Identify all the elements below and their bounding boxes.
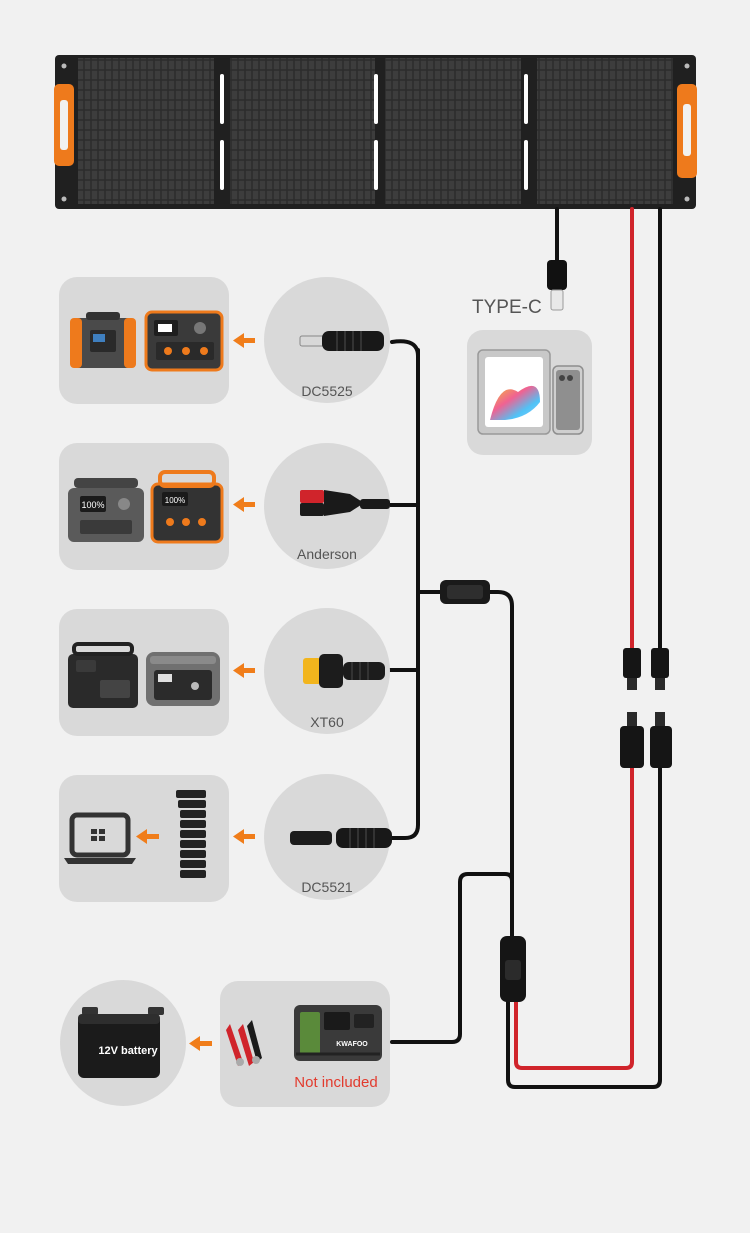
fold-slot: [220, 140, 224, 190]
red-cable-lower: [514, 763, 634, 1070]
power-station-icon: [68, 642, 138, 708]
tablet-icon: [477, 349, 551, 435]
battery-icon: [78, 1007, 164, 1078]
power-station-icon: 100%: [150, 470, 224, 544]
anderson-plug-icon: [300, 490, 390, 516]
not-included-note: Not included: [294, 1074, 377, 1091]
xt60-plug-icon: [303, 654, 385, 688]
mc4-connectors: [620, 648, 672, 768]
arrow-icons: [136, 333, 288, 1053]
fold-slot: [374, 140, 378, 190]
arrow-left-icon: [233, 829, 255, 844]
arrow-left-icon: [136, 829, 159, 844]
panel-handle-right: [677, 84, 697, 178]
fold-slot: [374, 74, 378, 124]
black-cable-lower: [506, 763, 662, 1089]
power-station-icon: [70, 312, 136, 368]
charge-controller-icon: [294, 1005, 382, 1061]
power-station-icon: [146, 652, 220, 706]
arrow-left-icon: [233, 663, 255, 678]
battery-label: 12V battery: [98, 1045, 158, 1057]
y-connector: [500, 936, 526, 1002]
station-screen-text: 100%: [165, 496, 185, 505]
dc5521-label: DC5521: [301, 879, 353, 895]
dc5525-label: DC5525: [301, 383, 353, 399]
controller-cable: [390, 872, 514, 1044]
fold-slot: [220, 74, 224, 124]
power-station-icon: [144, 310, 224, 372]
panel-section-2: [230, 58, 375, 204]
type-c-plug: [547, 260, 567, 311]
laptop-icon: [64, 812, 136, 864]
panel-section-1: [78, 58, 214, 204]
panel-section-3: [385, 58, 521, 204]
arrow-left-icon: [233, 497, 255, 512]
panel-section-4: [537, 58, 673, 204]
fold-slot: [524, 74, 528, 124]
anderson-label: Anderson: [297, 546, 357, 562]
phone-icon: [552, 365, 584, 435]
connector-circles: [264, 277, 390, 900]
alligator-clips-icon: [226, 1020, 262, 1066]
fold-slot: [524, 140, 528, 190]
cables: [382, 207, 662, 1089]
power-station-icon: 100%: [68, 478, 144, 542]
dc-tip-adapters-icon: [176, 790, 206, 878]
trunk-cable: [486, 590, 514, 940]
arrow-left-icon: [233, 333, 255, 348]
dc5525-plug-icon: [299, 331, 384, 351]
type-c-label: TYPE-C: [472, 297, 542, 318]
xt60-label: XT60: [310, 714, 344, 730]
power-station-card-1: [59, 277, 229, 404]
station-screen-text: 100%: [81, 500, 104, 510]
arrow-left-icon: [189, 1036, 212, 1051]
controller-brand: KWAFOO: [336, 1041, 368, 1048]
splitter-connector: [440, 580, 490, 604]
panel-handle-left: [54, 84, 74, 166]
splitter-bus: [390, 348, 420, 840]
solar-panel: [54, 55, 697, 209]
dc5521-plug-icon: [290, 828, 392, 848]
